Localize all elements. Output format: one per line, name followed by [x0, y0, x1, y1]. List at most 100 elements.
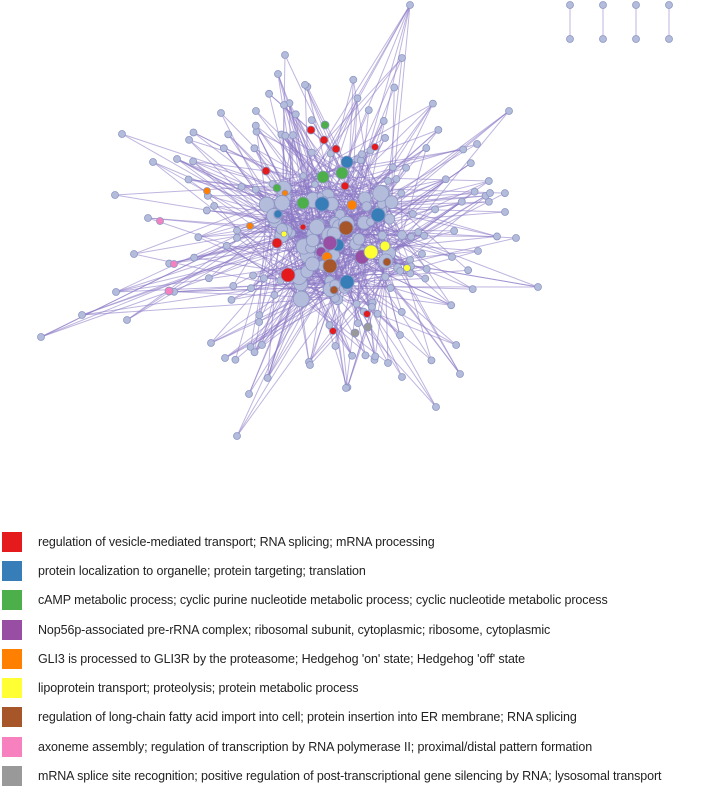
network-node: [203, 207, 210, 214]
legend-item: regulation of long-chain fatty acid impo…: [0, 703, 709, 732]
network-node: [362, 352, 369, 359]
network-node: [633, 36, 640, 43]
network-node: [307, 362, 314, 369]
network-node: [513, 235, 520, 242]
network-node: [421, 232, 428, 239]
legend-swatch-red: [2, 532, 22, 552]
network-node: [382, 134, 389, 141]
network-node: [453, 342, 460, 349]
network-node: [465, 267, 472, 274]
network-node-highlighted: [330, 328, 337, 335]
network-node: [234, 433, 241, 440]
network-node-highlighted: [171, 261, 178, 268]
network-node: [398, 231, 407, 240]
legend-label: GLI3 is processed to GLI3R by the protea…: [38, 652, 525, 666]
legend-label: mRNA splice site recognition; positive r…: [38, 769, 661, 783]
network-node: [251, 145, 258, 152]
network-node: [282, 132, 289, 139]
network-node: [238, 183, 245, 190]
network-node: [428, 357, 435, 364]
network-node: [567, 2, 574, 9]
network-node: [409, 210, 416, 217]
network-node: [429, 100, 436, 107]
network-node-highlighted: [281, 268, 295, 282]
network-node: [600, 36, 607, 43]
network-node-highlighted: [157, 218, 164, 225]
network-node: [502, 209, 509, 216]
network-node: [306, 234, 319, 247]
network-node: [150, 159, 157, 166]
network-node: [423, 145, 430, 152]
network-node-highlighted: [380, 241, 390, 251]
network-node: [384, 214, 394, 224]
network-node: [186, 136, 193, 143]
network-node: [248, 285, 255, 292]
network-node: [79, 312, 86, 319]
network-node-highlighted: [340, 275, 354, 289]
network-node: [233, 234, 240, 241]
legend-item: Nop56p-associated pre-rRNA complex; ribo…: [0, 615, 709, 644]
network-node: [422, 275, 429, 282]
network-node: [353, 300, 360, 307]
network-node: [408, 233, 415, 240]
network-node: [191, 254, 198, 261]
legend: regulation of vesicle-mediated transport…: [0, 527, 709, 791]
legend-label: cAMP metabolic process; cyclic purine nu…: [38, 593, 608, 607]
network-node-highlighted: [347, 200, 357, 210]
network-node: [485, 178, 492, 185]
network-node: [228, 296, 235, 303]
network-node: [475, 248, 482, 255]
network-node: [374, 310, 381, 317]
network-node: [174, 156, 181, 163]
network-node: [252, 122, 259, 129]
network-node: [358, 151, 365, 158]
network-node: [275, 71, 282, 78]
network-node-highlighted: [364, 245, 378, 259]
network-node: [208, 340, 215, 347]
network-node: [460, 146, 467, 153]
network-node: [350, 76, 357, 83]
legend-item: regulation of vesicle-mediated transport…: [0, 527, 709, 556]
network-node-highlighted: [323, 236, 337, 250]
network-node: [292, 111, 299, 118]
network-node: [397, 268, 404, 275]
network-node: [380, 117, 387, 124]
network-node: [442, 176, 449, 183]
legend-label: regulation of long-chain fatty acid impo…: [38, 710, 577, 724]
network-node: [275, 195, 290, 210]
network-node: [506, 108, 513, 115]
network-node-highlighted: [383, 258, 391, 266]
network-node: [501, 190, 508, 197]
network-node-highlighted: [272, 238, 282, 248]
legend-item: mRNA splice site recognition; positive r…: [0, 761, 709, 790]
network-node-highlighted: [372, 144, 379, 151]
network-node: [293, 291, 309, 307]
network-node: [289, 132, 296, 139]
legend-item: protein localization to organelle; prote…: [0, 556, 709, 585]
network-node: [218, 110, 225, 117]
network-node-highlighted: [323, 259, 337, 273]
network-node: [252, 186, 259, 193]
legend-swatch-purple: [2, 620, 22, 640]
network-node-highlighted: [332, 145, 340, 153]
network-node: [222, 355, 229, 362]
network-node: [397, 332, 404, 339]
network-node: [232, 356, 239, 363]
network-node: [38, 334, 45, 341]
network-node: [220, 145, 227, 152]
gene-network-graph: [0, 0, 709, 480]
network-node: [195, 234, 202, 241]
network-node: [385, 360, 392, 367]
legend-item: cAMP metabolic process; cyclic purine nu…: [0, 586, 709, 615]
network-node: [211, 202, 218, 209]
network-node: [256, 319, 263, 326]
legend-swatch-brown: [2, 707, 22, 727]
network-node: [305, 257, 319, 271]
network-node-highlighted: [274, 210, 282, 218]
network-node-highlighted: [307, 126, 315, 134]
network-node: [387, 284, 394, 291]
network-node: [332, 342, 339, 349]
network-node: [666, 2, 673, 9]
legend-label: Nop56p-associated pre-rRNA complex; ribo…: [38, 623, 550, 637]
network-node: [312, 181, 319, 188]
